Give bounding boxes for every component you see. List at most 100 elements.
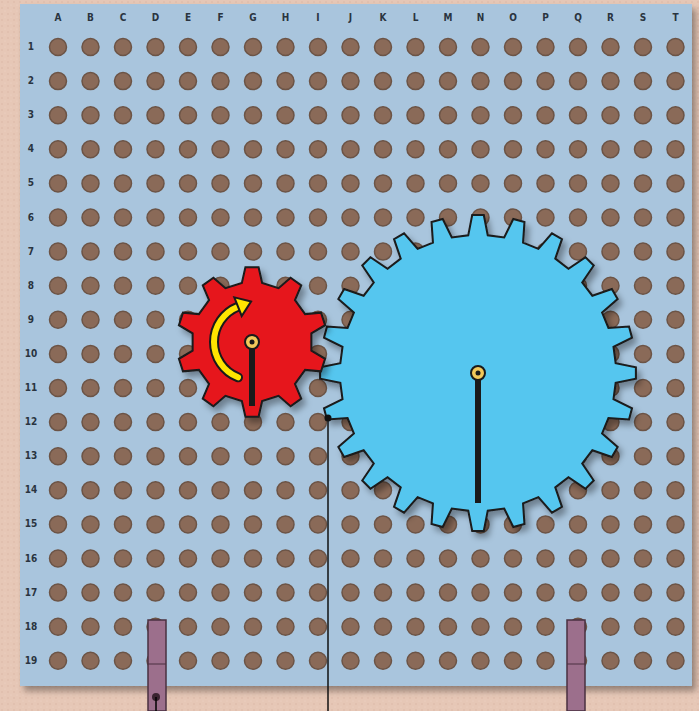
peg-hole — [570, 73, 587, 90]
peg-hole — [342, 209, 359, 226]
peg-hole — [375, 141, 392, 158]
peg-hole — [115, 414, 132, 431]
peg-hole — [277, 414, 294, 431]
peg-hole — [245, 209, 262, 226]
peg-hole — [310, 584, 327, 601]
row-number: 10 — [25, 348, 38, 360]
peg-hole — [82, 414, 99, 431]
peg-hole — [310, 482, 327, 499]
peg-hole — [342, 175, 359, 192]
peg-hole — [180, 550, 197, 567]
peg-hole — [342, 516, 359, 533]
peg-hole — [212, 141, 229, 158]
peg-hole — [635, 39, 652, 56]
peg-hole — [50, 175, 67, 192]
peg-hole — [212, 107, 229, 124]
gear-body — [179, 267, 325, 416]
peg-hole — [115, 380, 132, 397]
peg-hole — [180, 175, 197, 192]
peg-hole — [277, 175, 294, 192]
peg-hole — [82, 652, 99, 669]
peg-hole — [115, 141, 132, 158]
peg-hole — [245, 243, 262, 260]
peg-hole — [667, 414, 684, 431]
column-letter: B — [87, 12, 94, 24]
peg-hole — [570, 584, 587, 601]
peg-hole — [505, 550, 522, 567]
peg-hole — [635, 414, 652, 431]
row-number: 11 — [25, 382, 38, 394]
peg-hole — [472, 175, 489, 192]
axle-center — [250, 340, 255, 345]
row-number: 13 — [25, 450, 38, 462]
axle — [471, 366, 485, 380]
peg-hole — [82, 584, 99, 601]
peg-hole — [147, 550, 164, 567]
peg-hole — [375, 209, 392, 226]
peg-hole — [310, 380, 327, 397]
gear — [320, 215, 636, 531]
peg-hole — [212, 652, 229, 669]
peg-hole — [50, 448, 67, 465]
peg-hole — [245, 618, 262, 635]
column-letter: Q — [574, 12, 582, 24]
peg-hole — [537, 652, 554, 669]
peg-hole — [50, 39, 67, 56]
column-letter: L — [413, 12, 419, 24]
peg-hole — [667, 107, 684, 124]
peg-hole — [407, 209, 424, 226]
peg-hole — [245, 39, 262, 56]
peg-hole — [667, 141, 684, 158]
peg-hole — [50, 243, 67, 260]
peg-hole — [472, 73, 489, 90]
peg-hole — [342, 618, 359, 635]
peg-hole — [537, 550, 554, 567]
peg-hole — [375, 107, 392, 124]
peg-hole — [635, 380, 652, 397]
column-letter: C — [120, 12, 127, 24]
column-letter: E — [185, 12, 191, 24]
peg-hole — [115, 73, 132, 90]
peg-hole — [570, 550, 587, 567]
peg-hole — [342, 73, 359, 90]
peg-hole — [147, 414, 164, 431]
peg-hole — [310, 448, 327, 465]
peg-hole — [115, 516, 132, 533]
peg-hole — [147, 277, 164, 294]
peg-hole — [212, 209, 229, 226]
peg-hole — [50, 482, 67, 499]
peg-hole — [342, 39, 359, 56]
peg-hole — [147, 516, 164, 533]
peg-hole — [310, 175, 327, 192]
peg-hole — [277, 243, 294, 260]
peg-hole — [505, 175, 522, 192]
peg-hole — [82, 482, 99, 499]
column-letter: G — [249, 12, 256, 24]
peg-hole — [537, 175, 554, 192]
peg-hole — [407, 175, 424, 192]
peg-hole — [180, 516, 197, 533]
peg-hole — [667, 584, 684, 601]
peg-hole — [277, 482, 294, 499]
peg-hole — [115, 311, 132, 328]
peg-hole — [82, 345, 99, 362]
peg-hole — [602, 141, 619, 158]
peg-hole — [667, 482, 684, 499]
peg — [567, 620, 585, 711]
peg-hole — [407, 618, 424, 635]
peg-hole — [147, 209, 164, 226]
axle — [245, 335, 259, 349]
peg-hole — [245, 516, 262, 533]
peg-hole — [310, 141, 327, 158]
peg-hole — [50, 414, 67, 431]
peg-hole — [342, 584, 359, 601]
peg-hole — [82, 107, 99, 124]
peg-hole — [407, 652, 424, 669]
peg-hole — [635, 175, 652, 192]
peg-hole — [310, 516, 327, 533]
peg-hole — [82, 311, 99, 328]
peg-hole — [82, 141, 99, 158]
peg-hole — [505, 107, 522, 124]
peg-hole — [277, 209, 294, 226]
peg-hole — [472, 141, 489, 158]
